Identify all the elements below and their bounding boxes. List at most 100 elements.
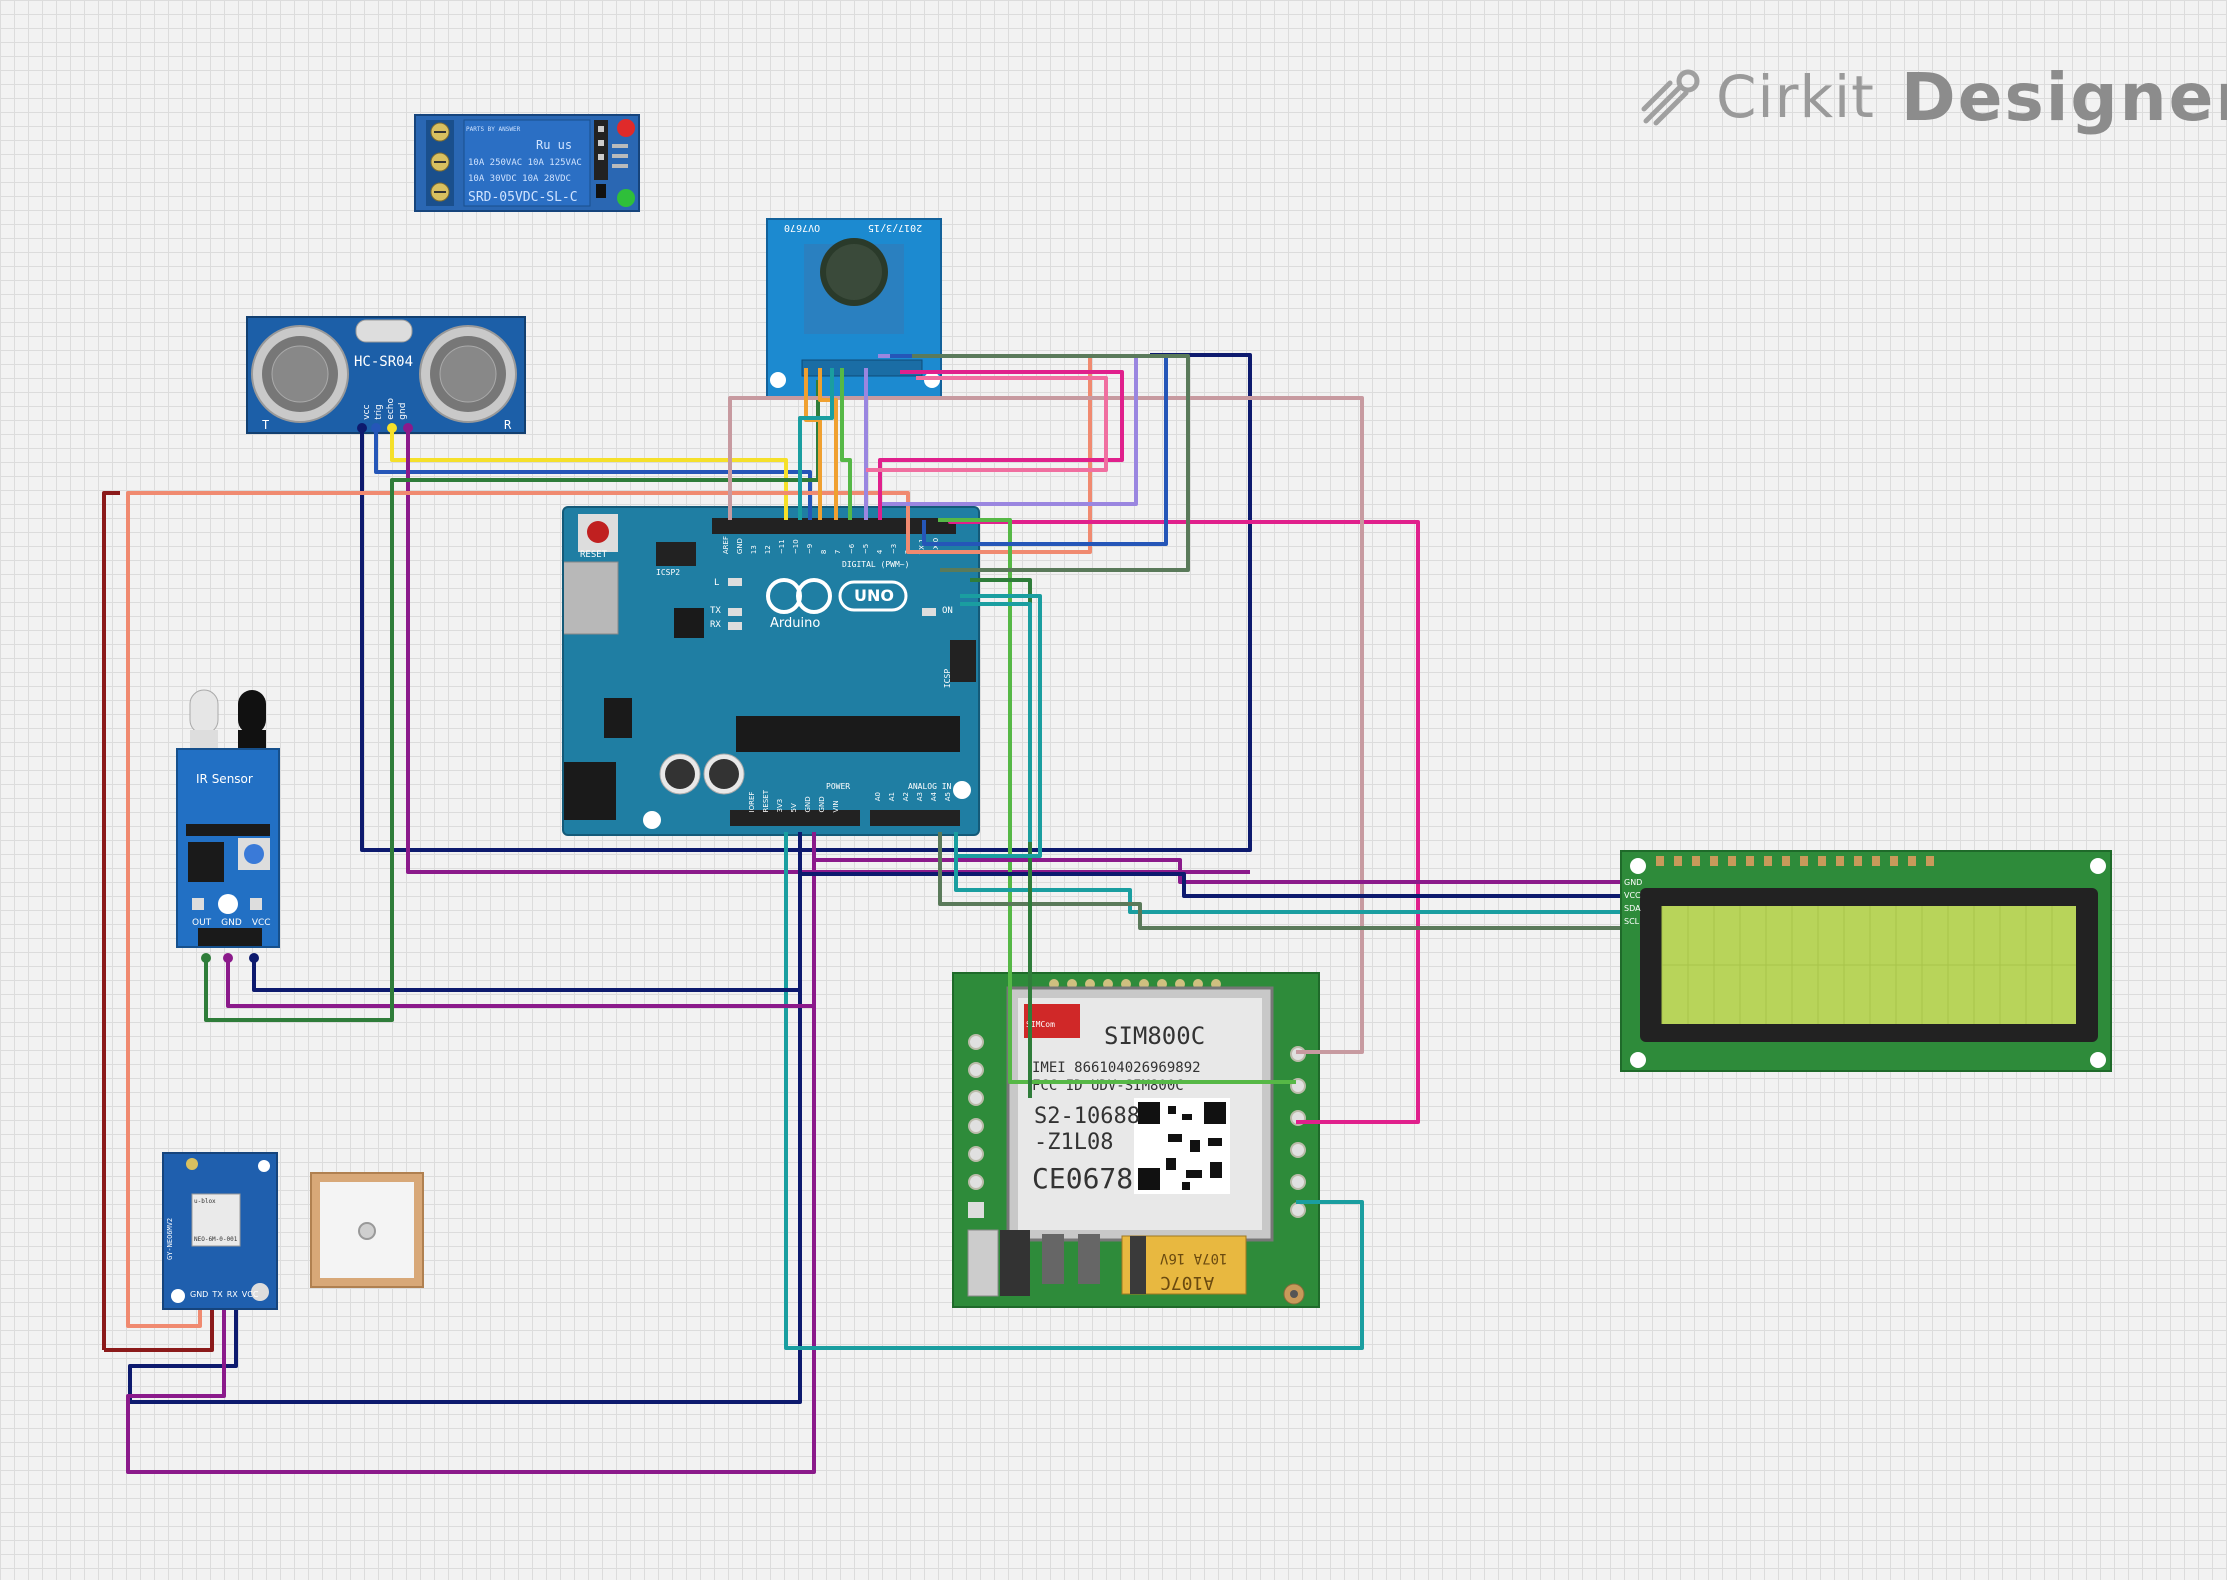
arduino-power-pin-3: 5V (790, 803, 798, 813)
gsm-model: SIM800C (1104, 1022, 1206, 1050)
relay-module[interactable]: PARTS BY ANSWER Ru us 10A 250VAC 10A 125… (414, 114, 640, 212)
arduino-digital-pin-5: ~10 (792, 539, 800, 555)
relay-cert: Ru us (536, 138, 573, 152)
lcd-pin-vcc: VCC (1624, 891, 1641, 900)
gps-antenna[interactable] (310, 1172, 424, 1288)
wire-ir-gnd[interactable] (226, 958, 814, 1008)
relay-rating-1: 10A 250VAC 10A 125VAC (468, 158, 582, 168)
arduino-brand: Arduino (770, 616, 821, 631)
lcd-pin-scl: SCL (1624, 917, 1640, 926)
ultrasonic-pin-vcc: vcc (362, 404, 372, 420)
camera-model: OV7670 (784, 222, 821, 233)
gsm-imei: IMEI 866104026969892 (1032, 1060, 1201, 1076)
ir-sensor-graphic (186, 689, 270, 946)
ultrasonic-r-label: R (504, 418, 512, 432)
wire-lcd-gnd[interactable] (814, 858, 1620, 884)
arduino-digital-pin-14: TX 1 (918, 538, 926, 555)
arduino-digital-pin-13: 2 (904, 549, 912, 555)
arduino-icsp-label: ICSP (943, 668, 953, 689)
arduino-reset-label: RESET (580, 550, 608, 560)
gsm-cap-code-2: 107A 16V (1160, 1250, 1228, 1266)
wire-lcd-vcc[interactable] (800, 872, 1620, 898)
arduino-analog-pin-3: A3 (916, 792, 924, 802)
lcd-pin-labels: GND VCC SDA SCL (1624, 878, 1642, 926)
ir-pin-out: OUT (192, 918, 212, 928)
arduino-power-pin-6: VIN (832, 800, 840, 813)
ultrasonic-pin-echo: echo (386, 398, 396, 420)
relay-rating-2: 10A 30VDC 10A 28VDC (468, 174, 571, 184)
arduino-analog-pin-0: A0 (874, 792, 882, 802)
cirkit-logo-icon (1641, 69, 1700, 126)
arduino-power-pin-4: GND (804, 796, 812, 813)
ir-sensor-pin-labels: OUT GND VCC (192, 918, 271, 928)
gsm-cap-code: A107C (1160, 1272, 1215, 1293)
wire-lcd-sda[interactable] (954, 832, 1620, 914)
gsm-module[interactable]: SIMCom SIM800C IMEI 866104026969892 FCC … (952, 972, 1320, 1308)
ir-sensor-module[interactable]: IR Sensor OUT GND VCC (176, 689, 280, 948)
gsm-serial-2: -Z1L08 (1034, 1130, 1114, 1155)
wire-gps-navy-2[interactable] (216, 832, 802, 1404)
wire-ir-vcc[interactable] (252, 958, 800, 992)
arduino-led-rx: RX (710, 620, 721, 630)
ir-sensor-title: IR Sensor (196, 772, 253, 786)
gsm-serial-1: S2-10688 (1034, 1104, 1140, 1129)
arduino-digital-pin-0: AREF (722, 536, 730, 555)
arduino-analog-pin-labels: A0 A1 A2 A3 A4 A5 (874, 792, 958, 801)
gps-module[interactable]: GY-NEO6MV2 NEO-6M-0-001 u-blox GND TX RX… (162, 1152, 278, 1310)
arduino-icsp2-label: ICSP2 (656, 568, 681, 577)
gsm-fcc: FCC ID UDV-SIM800C (1032, 1078, 1184, 1094)
gps-model: GY-NEO6MV2 (166, 1217, 174, 1260)
wire-lcd-scl[interactable] (938, 832, 1620, 930)
ultrasonic-pin-labels: vcc trig echo gnd (362, 398, 408, 420)
arduino-power-pin-1: RESET (762, 790, 770, 813)
arduino-analog-label: ANALOG IN (908, 782, 952, 791)
lcd-graphic (1630, 856, 2106, 1068)
arduino-digital-pin-15: RX 0 (932, 537, 940, 555)
camera-date: 2017/3/15 (868, 222, 923, 233)
arduino-analog-pin-4: A4 (930, 792, 938, 802)
arduino-analog-pin-5: A5 (944, 792, 952, 802)
arduino-digital-pin-4: ~11 (778, 539, 786, 555)
camera-module[interactable]: OV7670 2017/3/15 (766, 218, 942, 398)
arduino-digital-pin-8: 7 (834, 549, 842, 555)
gps-pin-vcc: VCC (241, 1290, 259, 1299)
wire-maroon-2[interactable] (104, 1310, 214, 1352)
ir-pin-gnd: GND (221, 918, 242, 928)
arduino-digital-pin-10: ~5 (862, 543, 870, 555)
gps-pin-gnd: GND (190, 1290, 209, 1299)
arduino-digital-pin-2: 13 (750, 545, 758, 555)
gps-chip-label: NEO-6M-0-001 (194, 1236, 238, 1243)
cirkit-designer-logo: Cirkit Designer (1640, 52, 2227, 142)
arduino-digital-pin-12: ~3 (890, 543, 898, 555)
wire-maroon[interactable] (102, 491, 120, 1350)
gps-pin-labels: GND TX RX VCC (190, 1290, 258, 1299)
arduino-digital-pin-9: ~6 (848, 543, 856, 555)
gps-antenna-feed (358, 1222, 376, 1240)
gps-pin-tx: TX (212, 1290, 223, 1299)
arduino-analog-pin-1: A1 (888, 792, 896, 802)
relay-graphic (426, 119, 635, 207)
lcd-pin-sda: SDA (1624, 904, 1641, 913)
gps-pin-rx: RX (226, 1290, 238, 1299)
gsm-ce-mark: CE0678 (1032, 1162, 1134, 1195)
arduino-digital-label: DIGITAL (PWM~) (842, 560, 910, 569)
wire-gps-navy[interactable] (128, 1310, 238, 1404)
relay-top-text: PARTS BY ANSWER (466, 126, 521, 133)
arduino-digital-pin-6: ~9 (806, 543, 814, 555)
arduino-digital-pin-7: 8 (820, 549, 828, 555)
ultrasonic-sensor[interactable]: HC-SR04 T R vcc trig echo gnd (246, 316, 526, 434)
lcd-display[interactable]: GND VCC SDA SCL (1620, 850, 2112, 1072)
ultrasonic-t-label: T (262, 418, 270, 432)
arduino-analog-pin-2: A2 (902, 792, 910, 802)
relay-model: SRD-05VDC-SL-C (468, 190, 578, 205)
lcd-pin-gnd: GND (1624, 878, 1643, 887)
gps-graphic (171, 1158, 270, 1303)
camera-graphic (770, 238, 940, 388)
ultrasonic-model: HC-SR04 (354, 354, 414, 370)
logo-brand-right: Designer (1900, 58, 2227, 136)
ultrasonic-pin-trig: trig (374, 404, 384, 420)
arduino-uno-board[interactable]: RESET ICSP2 DIGITAL (PWM~) Arduino UNO L… (562, 506, 980, 836)
